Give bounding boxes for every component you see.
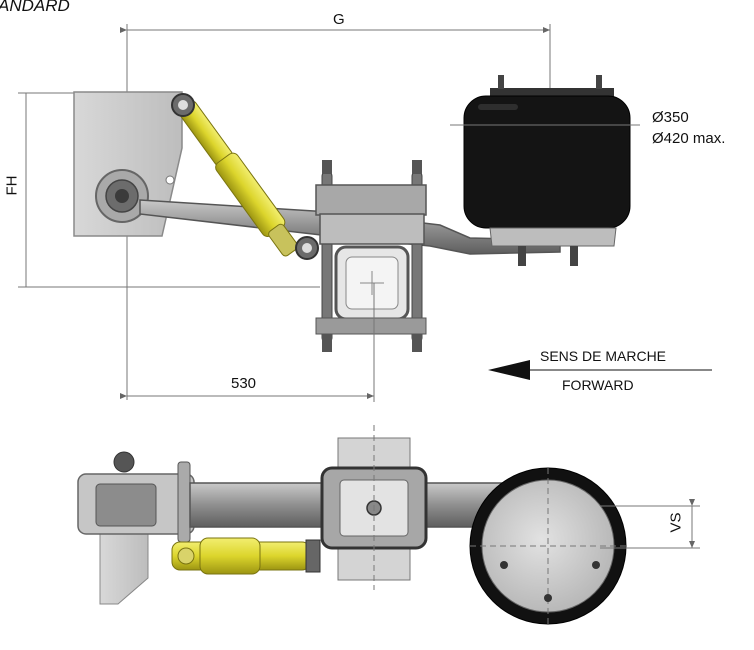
shock-absorber-plan: [171, 537, 321, 575]
hanger-bracket: [73, 91, 183, 237]
axle-clamp: [315, 160, 427, 352]
direction-label-french: SENS DE MARCHE: [540, 348, 667, 364]
side-view: [18, 24, 712, 402]
dimension-vs-line: [600, 499, 700, 549]
air-spring: [450, 75, 640, 266]
axle-clamp-plan: [320, 425, 428, 590]
dimension-fh-label: FH: [3, 175, 21, 196]
air-spring-max-diameter-label: Ø420 max.: [652, 130, 726, 147]
direction-arrow: [488, 360, 712, 380]
air-spring-diameter-label: Ø350: [652, 109, 689, 126]
dimension-530-label: 530: [231, 375, 257, 392]
dimension-g-label: G: [333, 11, 345, 28]
hanger-bracket-plan: [77, 451, 195, 605]
direction-label-english: FORWARD: [562, 377, 634, 393]
drawing-title: ANDARD: [0, 0, 70, 15]
shock-absorber: [171, 93, 319, 260]
air-spring-plan: [469, 467, 627, 625]
dimension-vs-label: VS: [667, 512, 685, 533]
dimension-530-line: [120, 283, 375, 402]
plan-view: [77, 425, 700, 625]
